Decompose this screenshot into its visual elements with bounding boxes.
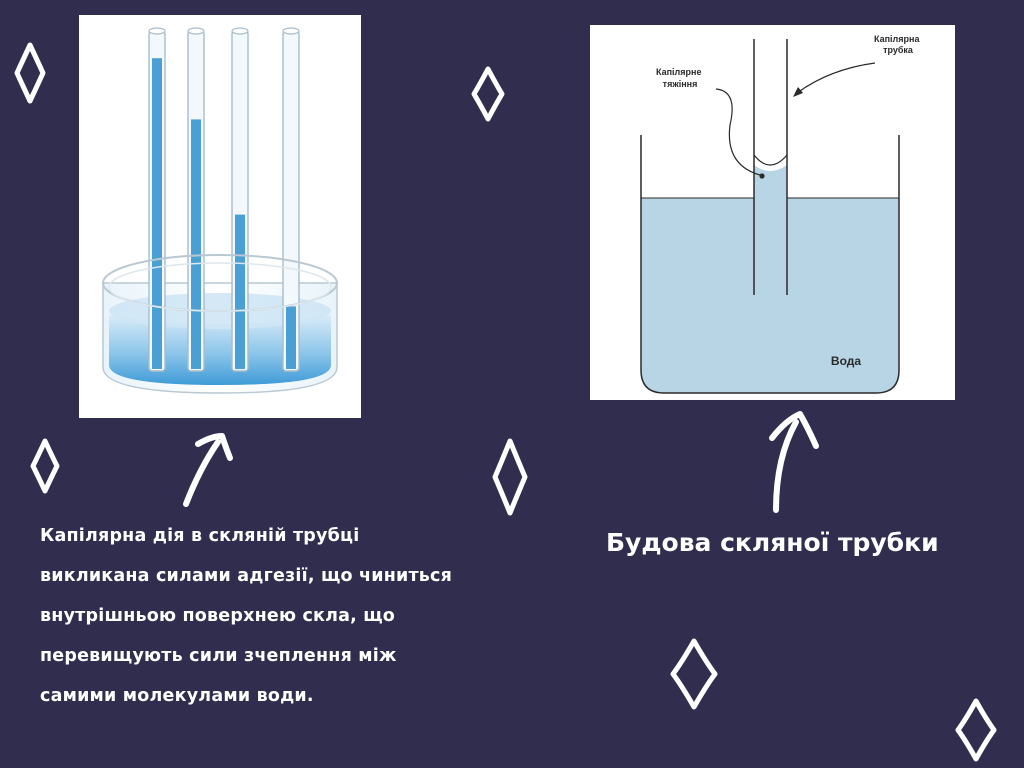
caption-line: перевищують сили зчеплення між [40,646,397,666]
tube-opening [148,27,166,35]
tube-structure-svg: Капілярна трубка Капілярне тяжіння Вода [640,34,922,394]
capillary-tubes-illustration [79,15,361,418]
dish-rim-inner [108,262,332,312]
arrow-icon [178,428,238,508]
tube-leader-line [796,62,876,94]
sparkle-icon [30,438,60,494]
tube-opening [282,27,300,35]
caption-line: Капілярна дія в скляній трубці [40,526,360,546]
sparkle-icon [471,66,505,122]
capillary-tubes-svg [102,27,338,394]
tube-structure-diagram: Капілярна трубка Капілярне тяжіння Вода [590,25,955,400]
tube-group [148,27,300,372]
caption-line: самими молекулами води. [40,686,314,706]
label-capillary-attraction: Капілярне тяжіння [656,67,704,89]
container-water [641,198,899,393]
attraction-leader-line [715,88,761,176]
caption-text: Капілярна дія в скляній трубці викликана… [40,516,500,716]
attraction-point [759,173,765,179]
caption-line: внутрішньою поверхнею скла, що [40,606,396,626]
tube-opening [231,27,249,35]
sparkle-icon [14,42,46,104]
arrow-icon [762,408,822,514]
tube-water-level [191,119,201,370]
sparkle-icon [955,698,997,762]
sparkle-icon [670,638,718,710]
label-capillary-tube: Капілярна трубка [874,34,922,55]
container-walls [640,135,900,394]
tube-water-level [152,58,162,369]
tube-water-level [286,306,296,369]
meniscus [753,154,788,166]
diagram-title: Будова скляної трубки [606,528,939,557]
caption-line: викликана силами адгезії, що чиниться [40,566,453,586]
tube-water-level [235,214,245,369]
label-water: Вода [831,354,861,368]
tube-water-column [754,165,787,295]
sparkle-icon [492,438,528,516]
tube-opening [187,27,205,35]
tube-leader-arrowhead [793,87,803,97]
